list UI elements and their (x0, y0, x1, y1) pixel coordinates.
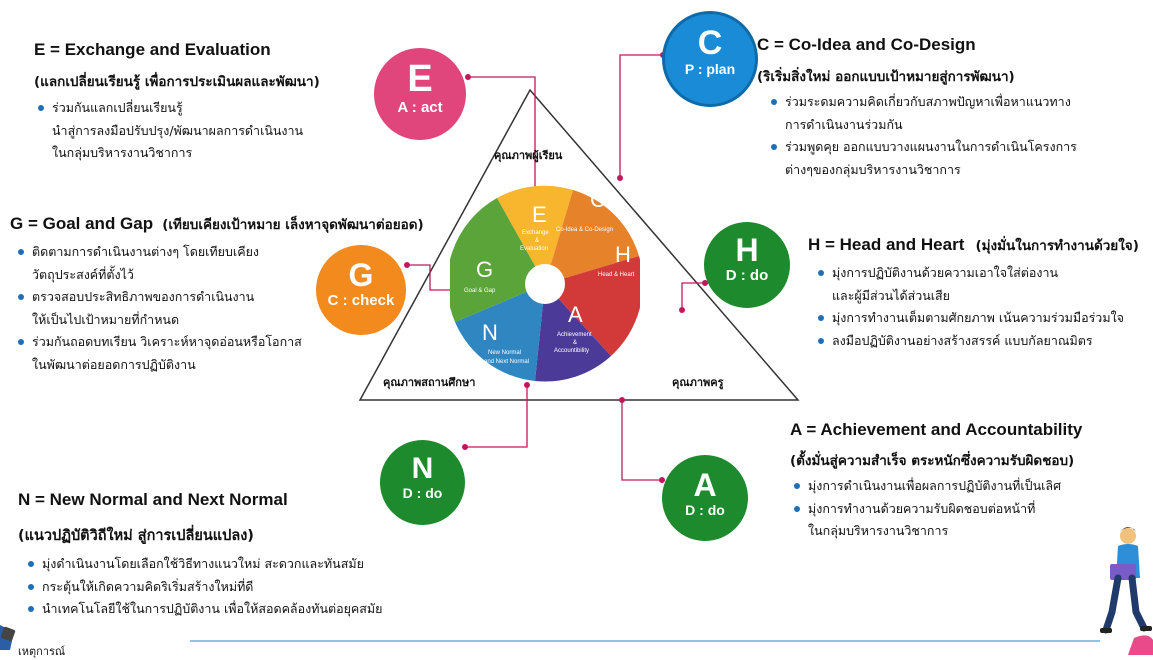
segment-G-letter: G (476, 257, 493, 282)
circle-E: E A : act (374, 48, 466, 140)
section-E: E = Exchange and Evaluation (แลกเปลี่ยนเ… (34, 40, 320, 165)
circle-H: H D : do (704, 222, 790, 308)
segment-N-letter: N (482, 320, 498, 345)
connector-E (468, 76, 536, 190)
section-E-subtitle: (แลกเปลี่ยนเรียนรู้ เพื่อการประเมินผลและ… (34, 74, 320, 90)
section-C-bullet: ร่วมระดมความคิดเกี่ยวกับสภาพปัญหาเพื่อหา… (767, 91, 1077, 136)
circle-E-letter: E (407, 58, 433, 100)
segment-G-line1: Goal & Gap (464, 288, 496, 294)
segment-H-line1: Head & Heart (598, 272, 635, 278)
circle-G-sub: C : check (327, 292, 395, 309)
outer-triangle (358, 88, 800, 401)
section-C-bullet: ร่วมพูดคุย ออกแบบวางแผนงานในการดำเนินโคร… (767, 136, 1077, 181)
center-wheel: E Exchange & Evaluation C Co-Idea & Co-D… (450, 185, 640, 382)
segment-A-line1: Achievement (557, 332, 592, 338)
section-H: H = Head and Heart (มุ่งมั่นในการทำงานด้… (808, 234, 1139, 352)
connector-C (619, 54, 663, 178)
label-teacher-quality: คุณภาพครู (672, 376, 724, 389)
segment-C-letter: C (590, 187, 606, 212)
segment-N (455, 284, 545, 381)
section-E-title: E = Exchange and Evaluation (34, 40, 271, 59)
circle-C-sub: P : plan (684, 61, 736, 77)
circle-C-letter: C (697, 24, 723, 62)
section-C-title: C = Co-Idea and Co-Design (757, 35, 976, 54)
section-E-bullet: ร่วมกันแลกเปลี่ยนเรียนรู้ นำสู่การลงมือป… (34, 97, 320, 165)
segment-A-line2: & (573, 340, 577, 346)
section-N-bullet: กระตุ้นให้เกิดความคิดริเริ่มสร้างใหม่ที่… (24, 576, 383, 599)
section-N-title: N = New Normal and Next Normal (18, 490, 288, 509)
segment-H-letter: H (615, 242, 631, 267)
section-A: A = Achievement and Accountability (ตั้ง… (790, 420, 1082, 543)
segment-A (535, 284, 611, 382)
circle-A-letter: A (693, 467, 717, 503)
section-C: C = Co-Idea and Co-Design (ริเริ่มสิ่งให… (757, 35, 1077, 181)
section-H-bullet: มุ่งการปฏิบัติงานด้วยความเอาใจใส่ต่องาน … (814, 262, 1139, 307)
section-G-title-th: (เทียบเคียงเป้าหมาย เล็งหาจุดพัฒนาต่อยอด… (162, 217, 424, 233)
segment-E (497, 185, 573, 284)
section-N-bullet: นำเทคโนโลยีใช้ในการปฏิบัติงาน เพื่อให้สอ… (24, 598, 383, 621)
circle-H-letter: H (735, 232, 759, 268)
segment-E-line1: Exchange (522, 230, 549, 236)
circle-G: G C : check (316, 245, 406, 335)
section-N: N = New Normal and Next Normal (แนวปฏิบั… (18, 490, 383, 621)
circle-A-sub: D : do (685, 502, 725, 518)
connector-H (681, 282, 705, 310)
segment-H (545, 256, 640, 356)
segment-E-line3: Evaluation (520, 246, 548, 252)
connector-A (621, 400, 662, 481)
segment-C (545, 190, 639, 284)
circle-A: A D : do (662, 455, 748, 541)
section-H-title: H = Head and Heart (808, 235, 965, 254)
section-H-bullet: มุ่งการทำงานเต็มตามศักยภาพ เน้นความร่วมม… (814, 307, 1139, 330)
circle-E-sub: A : act (397, 99, 443, 116)
circle-N-letter: N (411, 452, 434, 485)
section-A-title: A = Achievement and Accountability (790, 420, 1083, 439)
section-G-bullet: ร่วมกันถอดบทเรียน วิเคราะห์หาจุดอ่อนหรือ… (14, 331, 424, 376)
section-G-bullet: ติดตามการดำเนินงานต่างๆ โดยเทียบเคียง วั… (14, 241, 424, 286)
segment-N-line1: New Normal (488, 350, 521, 356)
section-G-bullet: ตรวจสอบประสิทธิภาพของการดำเนินงาน ให้เป็… (14, 286, 424, 331)
circle-H-sub: D : do (725, 267, 769, 284)
section-H-bullet: ลงมือปฏิบัติงานอย่างสร้างสรรค์ แบบกัลยาณ… (814, 330, 1139, 353)
section-A-subtitle: (ตั้งมั่นสู่ความสำเร็จ ตระหนักซึ่งความรั… (790, 453, 1075, 469)
segment-A-line3: Accountibility (554, 348, 589, 354)
circle-C: C P : plan (662, 11, 758, 107)
segment-G (450, 198, 545, 322)
section-H-title-th: (มุ่งมั่นในการทำงานด้วยใจ) (975, 238, 1139, 254)
section-N-bullet: มุ่งดำเนินงานโดยเลือกใช้วิธีทางแนวใหม่ ส… (24, 553, 383, 576)
section-G: G = Goal and Gap (เทียบเคียงเป้าหมาย เล็… (10, 213, 424, 376)
circle-N-sub: D : do (402, 485, 443, 501)
segment-E-line2: & (535, 238, 539, 244)
connector-N (465, 385, 528, 448)
section-G-title: G = Goal and Gap (10, 214, 154, 233)
label-school-quality: คุณภาพสถานศึกษา (383, 376, 476, 389)
footer-text: เหตุการณ์ (18, 645, 66, 658)
section-A-bullet: มุ่งการดำเนินงานเพื่อผลการปฏิบัติงานที่เ… (790, 475, 1082, 498)
connector-G (407, 264, 460, 291)
person-illustration (1100, 527, 1153, 655)
section-N-subtitle: (แนวปฏิบัติวิถีใหม่ สู่การเปลี่ยนแปลง) (18, 528, 254, 544)
section-C-subtitle: (ริเริ่มสิ่งใหม่ ออกแบบเป้าหมายสู่การพัฒ… (757, 69, 1015, 85)
segment-N-line2: and Next Normal (484, 359, 529, 365)
segment-A-letter: A (568, 302, 583, 327)
circle-N: N D : do (380, 440, 465, 525)
label-learner-quality: คุณภาพผู้เรียน (494, 149, 563, 162)
section-A-bullet: มุ่งการทำงานด้วยความรับผิดชอบต่อหน้าที่ … (790, 498, 1082, 543)
segment-E-letter: E (532, 202, 547, 227)
segment-C-line1: Co-Idea & Co-Design (556, 227, 613, 233)
circle-G-letter: G (348, 257, 374, 293)
